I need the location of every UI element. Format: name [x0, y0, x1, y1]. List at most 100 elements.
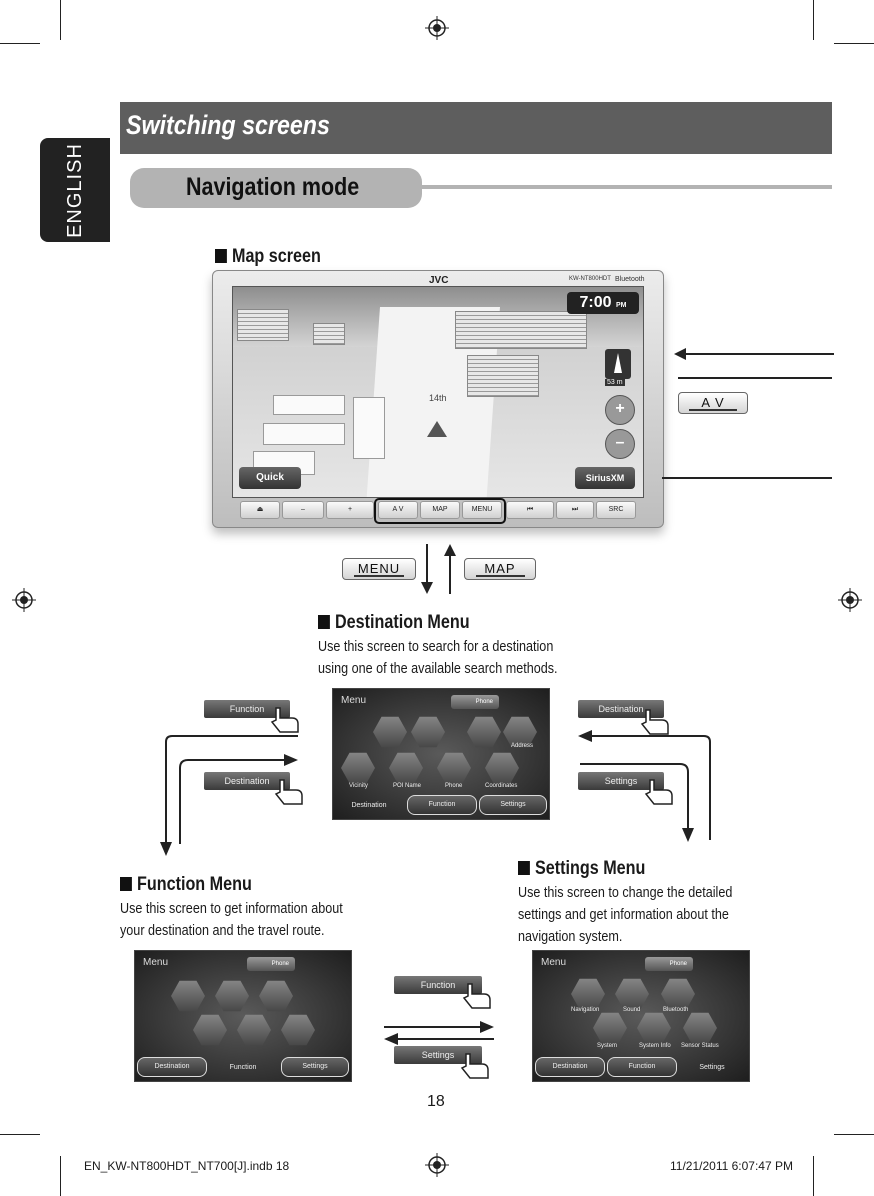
settings-menu-heading: Settings Menu: [518, 858, 645, 880]
arrow-up-icon: [444, 544, 456, 594]
map-hardware-button[interactable]: MAP: [420, 501, 460, 519]
map-building: [467, 355, 539, 397]
settings-menu-screen[interactable]: Menu Phone Navigation Sound Bluetooth Sy…: [532, 950, 750, 1082]
menu-item-coordinates[interactable]: Coordinates: [485, 783, 518, 789]
menu-item-icon: [215, 980, 249, 1012]
menu-item-icon: [571, 978, 605, 1010]
title-bar: Switching screens: [120, 102, 832, 154]
map-building: [455, 311, 587, 349]
crop-mark: [813, 1156, 814, 1196]
function-menu-screen[interactable]: Menu Phone Destination Function Settings: [134, 950, 352, 1082]
crop-mark: [0, 1134, 40, 1135]
phone-button[interactable]: Phone: [645, 957, 693, 971]
divider-line: [678, 377, 832, 379]
settings-tap-button[interactable]: Settings: [394, 1046, 482, 1064]
menu-item-icon: [193, 1014, 227, 1046]
map-street-label: 14th: [429, 393, 447, 403]
menu-hardware-button[interactable]: MENU: [462, 501, 502, 519]
footer-file-info: EN_KW-NT800HDT_NT700[J].indb 18: [84, 1159, 290, 1173]
map-block: [353, 397, 385, 459]
vehicle-position-icon: [427, 421, 447, 437]
unit-bluetooth-label: Bluetooth: [615, 276, 645, 283]
compass-icon[interactable]: [605, 349, 631, 379]
tab-settings[interactable]: Settings: [479, 795, 547, 815]
phone-button[interactable]: Phone: [451, 695, 499, 709]
menu-item-navigation[interactable]: Navigation: [571, 1007, 600, 1013]
tab-function[interactable]: Function: [607, 1057, 677, 1077]
tab-destination[interactable]: Destination: [535, 1057, 605, 1077]
zoom-in-button[interactable]: +: [605, 395, 635, 425]
settings-menu-description: Use this screen to change the detailed s…: [518, 884, 733, 945]
tab-destination[interactable]: Destination: [351, 802, 387, 809]
unit-model: KW-NT800HDT: [569, 276, 611, 282]
function-tap-button[interactable]: Function: [204, 700, 290, 718]
menu-item-system-info[interactable]: System Info: [639, 1043, 671, 1049]
map-block: [263, 423, 345, 445]
page-number: 18: [427, 1093, 445, 1110]
quick-button[interactable]: Quick: [239, 467, 301, 489]
unit-brand: JVC: [429, 275, 449, 286]
map-button[interactable]: MAP: [464, 558, 536, 580]
menu-item-sensor-status[interactable]: Sensor Status: [681, 1043, 719, 1049]
siriusxm-button[interactable]: SiriusXM: [575, 467, 635, 489]
menu-item-poi-name[interactable]: POI Name: [393, 783, 422, 789]
hand-pointer-icon: [462, 983, 491, 1009]
language-tab: ENGLISH: [40, 138, 110, 242]
footer-timestamp: 11/21/2011 6:07:47 PM: [670, 1159, 793, 1173]
menu-item-icon: [615, 978, 649, 1010]
menu-item-bluetooth[interactable]: Bluetooth: [663, 1007, 689, 1013]
menu-item-icon: [683, 1012, 717, 1044]
map-block: [273, 395, 345, 415]
av-button[interactable]: A V: [678, 392, 748, 414]
menu-item-icon: [661, 978, 695, 1010]
menu-item-vicinity[interactable]: Vicinity: [349, 783, 368, 789]
crop-mark: [813, 0, 814, 40]
arrow-down-icon: [421, 544, 433, 594]
menu-item-icon: [259, 980, 293, 1012]
av-hardware-button[interactable]: A V: [378, 501, 418, 519]
phone-button[interactable]: Phone: [247, 957, 295, 971]
menu-item-phone[interactable]: Phone: [445, 783, 463, 789]
menu-item-icon: [237, 1014, 271, 1046]
menu-item-system[interactable]: System: [597, 1043, 618, 1049]
destination-tap-button[interactable]: Destination: [204, 772, 290, 790]
map-screen[interactable]: 14th 7:00 PM 53 m + – Quick SiriusXM: [232, 286, 644, 498]
crop-mark: [0, 43, 40, 44]
menu-title: Menu: [541, 957, 567, 968]
destination-menu-description: Use this screen to search for a destinat…: [318, 638, 558, 677]
language-label: ENGLISH: [63, 142, 86, 238]
volume-minus-button[interactable]: –: [282, 501, 324, 519]
tab-function[interactable]: Function: [407, 795, 477, 815]
highlight-frame: [374, 498, 506, 524]
menu-button[interactable]: MENU: [342, 558, 416, 580]
destination-tap-button[interactable]: Destination: [578, 700, 664, 718]
eject-button[interactable]: ⏏: [240, 501, 280, 519]
hand-pointer-icon: [270, 707, 299, 733]
menu-item-address[interactable]: Address: [511, 743, 534, 749]
crop-mark: [834, 1134, 874, 1135]
previous-button[interactable]: ⏮: [506, 501, 554, 519]
tab-settings[interactable]: Settings: [699, 1064, 725, 1071]
next-button[interactable]: ⏭: [556, 501, 594, 519]
tab-function[interactable]: Function: [229, 1064, 257, 1071]
map-building: [237, 309, 289, 341]
menu-item-sound[interactable]: Sound: [623, 1007, 641, 1013]
arrow-left-icon: [384, 1033, 494, 1045]
destination-menu-heading: Destination Menu: [318, 612, 470, 634]
tab-destination[interactable]: Destination: [137, 1057, 207, 1077]
menu-item-icon: [281, 1014, 315, 1046]
destination-menu-screen[interactable]: Menu Phone Vicinity POI Name Phone Coord…: [332, 688, 550, 820]
hand-pointer-icon: [644, 779, 673, 805]
zoom-out-button[interactable]: –: [605, 429, 635, 459]
page-subtitle: Navigation mode: [186, 173, 360, 201]
arrow-left-icon: [674, 348, 834, 360]
unit-button-row: ⏏ – + A V MAP MENU ⏮ ⏭ SRC: [240, 501, 636, 519]
crop-mark: [60, 1156, 61, 1196]
registration-mark-icon: [12, 588, 36, 612]
function-tap-button[interactable]: Function: [394, 976, 482, 994]
function-menu-description: Use this screen to get information about…: [120, 900, 343, 939]
src-button[interactable]: SRC: [596, 501, 636, 519]
volume-plus-button[interactable]: +: [326, 501, 374, 519]
settings-tap-button[interactable]: Settings: [578, 772, 664, 790]
tab-settings[interactable]: Settings: [281, 1057, 349, 1077]
